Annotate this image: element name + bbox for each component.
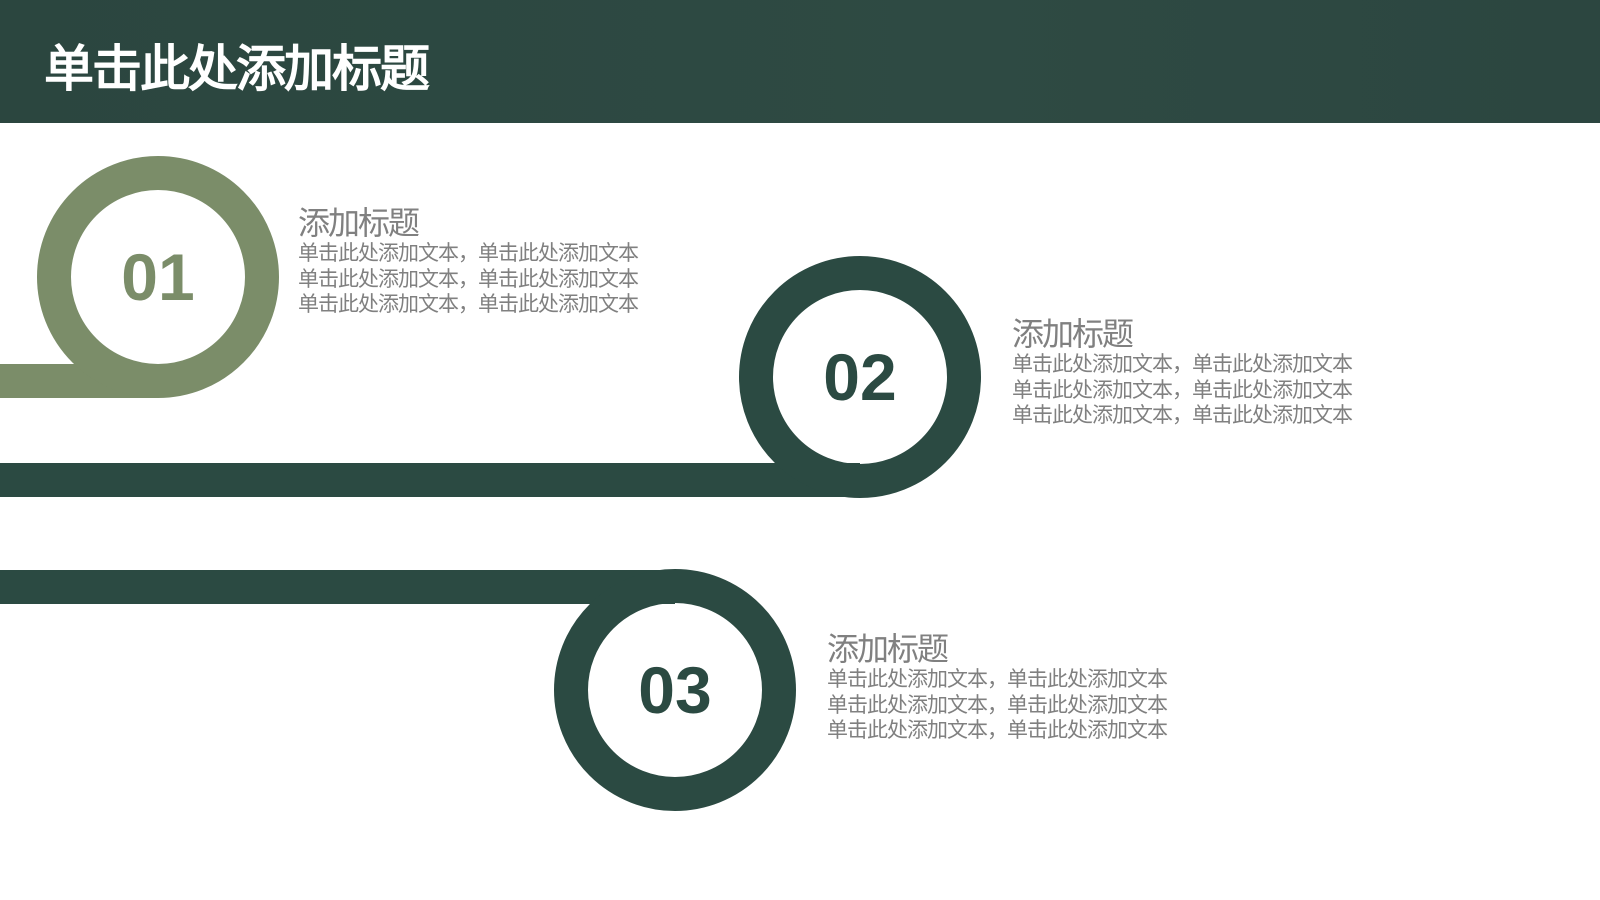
- header-bar: 单击此处添加标题: [0, 0, 1600, 123]
- page-title[interactable]: 单击此处添加标题: [44, 40, 430, 98]
- step-2-number: 02: [823, 340, 897, 414]
- step-2-title[interactable]: 添加标题: [1012, 315, 1134, 353]
- step-2-text: 添加标题 单击此处添加文本，单击此处添加文本 单击此处添加文本，单击此处添加文本…: [1012, 315, 1353, 429]
- step-3-track: [0, 570, 675, 604]
- step-3-text: 添加标题 单击此处添加文本，单击此处添加文本 单击此处添加文本，单击此处添加文本…: [827, 630, 1168, 744]
- step-1-line[interactable]: 单击此处添加文本，单击此处添加文本: [298, 241, 639, 265]
- step-3-line[interactable]: 单击此处添加文本，单击此处添加文本: [827, 692, 1168, 717]
- step-1-line[interactable]: 单击此处添加文本，单击此处添加文本: [298, 292, 639, 316]
- step-1-line[interactable]: 单击此处添加文本，单击此处添加文本: [298, 266, 639, 291]
- step-1-ring: [37, 156, 279, 398]
- step-1-text: 添加标题 单击此处添加文本，单击此处添加文本 单击此处添加文本，单击此处添加文本…: [298, 204, 639, 318]
- step-3-title[interactable]: 添加标题: [827, 630, 949, 668]
- step-2-track: [0, 463, 860, 497]
- step-3-number: 03: [638, 653, 712, 727]
- step-2-line[interactable]: 单击此处添加文本，单击此处添加文本: [1012, 377, 1353, 402]
- step-1-title[interactable]: 添加标题: [298, 204, 420, 242]
- step-3-ring: [554, 569, 796, 811]
- step-2-line[interactable]: 单击此处添加文本，单击此处添加文本: [1012, 352, 1353, 376]
- step-3-line[interactable]: 单击此处添加文本，单击此处添加文本: [827, 718, 1168, 742]
- step-2-ring: [739, 256, 981, 498]
- step-1-number: 01: [121, 240, 195, 314]
- step-3-line[interactable]: 单击此处添加文本，单击此处添加文本: [827, 667, 1168, 691]
- step-2-line[interactable]: 单击此处添加文本，单击此处添加文本: [1012, 403, 1353, 427]
